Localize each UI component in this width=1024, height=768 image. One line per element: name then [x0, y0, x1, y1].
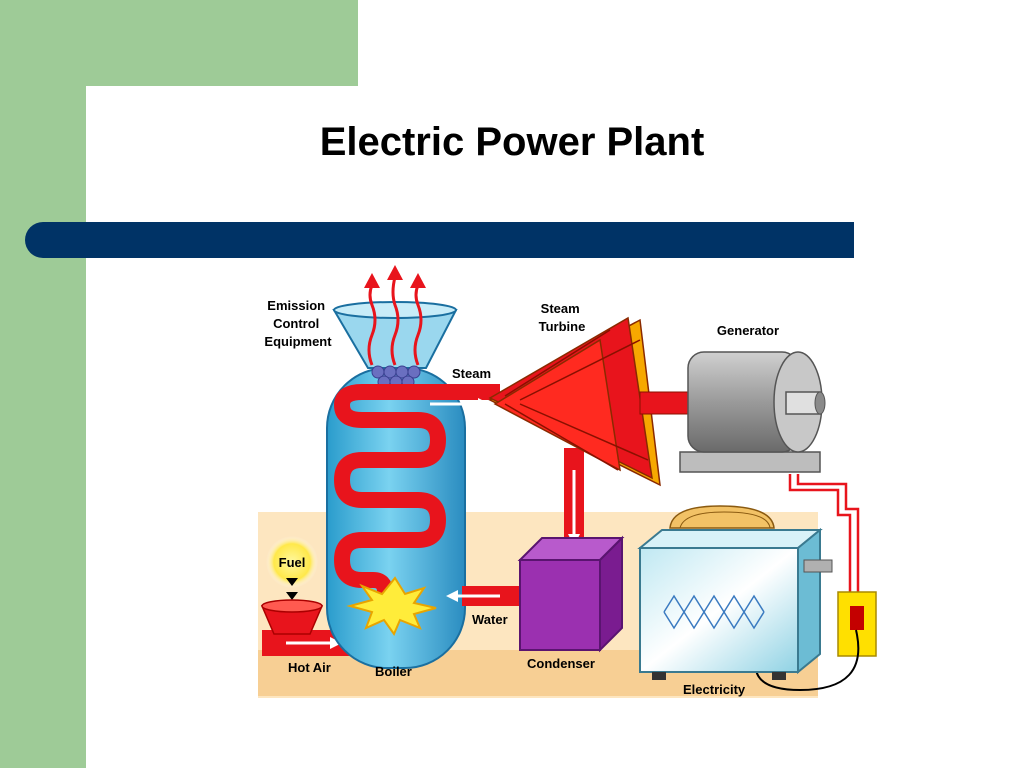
label-water: Water	[472, 612, 508, 627]
label-condenser: Condenser	[527, 656, 595, 671]
steam-turbine	[488, 316, 661, 487]
label-emission-control: Emission Control Equipment	[264, 298, 332, 349]
turbine-shaft	[639, 391, 689, 415]
toaster	[637, 505, 833, 680]
top-corner-accent	[0, 0, 358, 86]
title-underline-bar	[25, 222, 854, 258]
slide-title: Electric Power Plant	[319, 120, 705, 164]
label-fuel: Fuel	[279, 555, 306, 570]
fuel-bulb	[266, 536, 318, 588]
label-generator: Generator	[717, 323, 779, 338]
emission-arrows	[367, 276, 423, 366]
label-electricity: Electricity	[683, 682, 746, 697]
sidebar-accent	[0, 0, 86, 768]
flame-icon	[346, 576, 437, 637]
power-wires	[788, 474, 852, 595]
boiler-coil	[334, 384, 500, 616]
appliance-cord	[755, 629, 860, 692]
filter-pellets	[371, 365, 421, 389]
generator-base	[679, 451, 821, 473]
label-steam: Steam	[452, 366, 491, 381]
condenser-box	[519, 559, 601, 651]
label-boiler: Boiler	[375, 664, 412, 679]
label-hot-air: Hot Air	[288, 660, 331, 675]
label-steam-turbine: Steam Turbine	[539, 301, 586, 334]
